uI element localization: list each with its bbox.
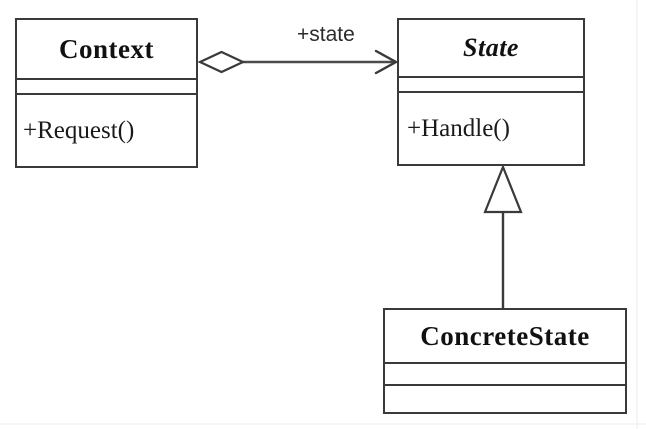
page-edge-rule-horizontal <box>0 423 646 425</box>
class-title-concretestate: ConcreteState <box>420 320 590 351</box>
class-title-context: Context <box>59 33 154 64</box>
class-operation-request: +Request() <box>23 116 135 144</box>
class-attributes-compartment-concretestate <box>385 362 625 384</box>
class-title-state: State <box>463 33 519 62</box>
hollow-diamond-icon <box>197 50 246 74</box>
class-attributes-compartment-context <box>17 78 196 93</box>
class-name-compartment-context: Context <box>17 20 196 78</box>
relationship-generalization-concretestate-state <box>483 164 523 308</box>
uml-class-concretestate[interactable]: ConcreteState <box>383 308 627 414</box>
relationship-aggregation-context-state <box>197 49 399 75</box>
class-operation-handle: +Handle() <box>407 114 510 142</box>
page-edge-rule-vertical <box>636 0 638 429</box>
uml-class-state[interactable]: State +Handle() <box>397 18 585 166</box>
class-attributes-compartment-state <box>399 76 583 91</box>
hollow-triangle-icon <box>483 164 523 214</box>
class-name-compartment-state: State <box>399 20 583 76</box>
class-name-compartment-concretestate: ConcreteState <box>385 310 625 362</box>
class-operations-compartment-state: +Handle() <box>399 91 583 164</box>
class-operations-compartment-context: +Request() <box>17 93 196 166</box>
uml-class-context[interactable]: Context +Request() <box>15 18 198 168</box>
relationship-label-state-role: +state <box>297 23 355 46</box>
open-arrowhead-icon <box>374 49 399 75</box>
class-operations-compartment-concretestate <box>385 384 625 412</box>
